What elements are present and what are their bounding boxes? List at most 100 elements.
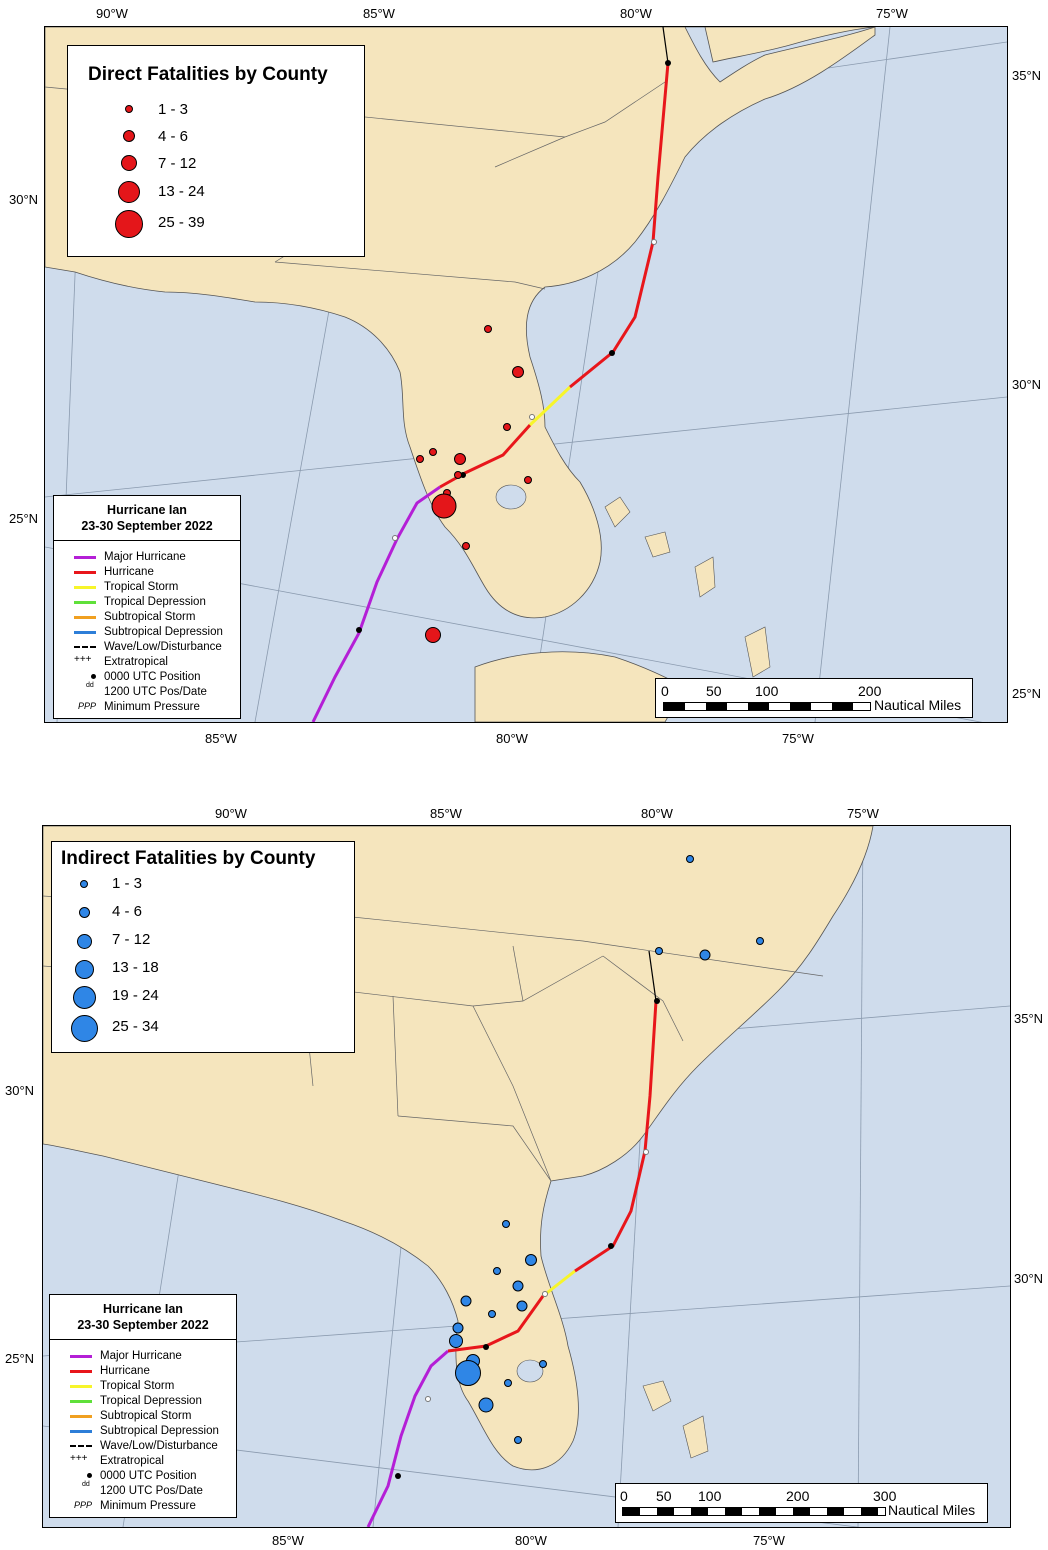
scale-units: Nautical Miles xyxy=(874,697,962,713)
storm-item-tropical-depression-2: Tropical Depression xyxy=(100,1395,202,1407)
direct-fatalities-legend: Direct Fatalities by County 1 - 3 4 - 6 … xyxy=(67,45,365,257)
position-dot-icon-2 xyxy=(87,1473,92,1478)
position-dot-icon xyxy=(91,674,96,679)
lat-tick-25n-right: 25°N xyxy=(1012,686,1042,701)
swatch-tropical-storm xyxy=(74,586,96,589)
lon-tick-75w-top-2: 75°W xyxy=(847,806,879,821)
legend-symbol-4-6-b xyxy=(79,907,90,918)
lon-tick-85w-bottom-2: 85°W xyxy=(272,1533,304,1548)
legend-symbol-25-39 xyxy=(115,210,143,238)
cuba-land xyxy=(474,651,686,722)
lon-tick-85w-top-2: 85°W xyxy=(430,806,462,821)
scale-units-b: Nautical Miles xyxy=(888,1502,976,1518)
storm-item-subtropical-depression-2: Subtropical Depression xyxy=(100,1425,219,1437)
lat-tick-35n-right: 35°N xyxy=(1012,68,1042,83)
track-positions-2 xyxy=(395,998,660,1479)
scale-bar-bottom: 0 50 100 200 300 Nautical Miles xyxy=(615,1483,988,1523)
bahamas-land xyxy=(604,496,771,678)
lon-tick-80w-top: 80°W xyxy=(620,6,652,21)
lon-tick-75w-top: 75°W xyxy=(876,6,908,21)
swatch-major-hurricane xyxy=(74,556,96,559)
storm-item-hurricane: Hurricane xyxy=(104,566,154,578)
legend-label-25-39: 25 - 39 xyxy=(158,214,205,231)
lake-okeechobee xyxy=(495,484,527,510)
swatch-subtropical-storm-2 xyxy=(70,1415,92,1418)
swatch-wave-low xyxy=(74,646,96,648)
storm-item-subtropical-storm: Subtropical Storm xyxy=(104,611,196,623)
legend-symbol-7-12 xyxy=(121,155,137,171)
storm-item-1200-utc-2: 1200 UTC Pos/Date xyxy=(100,1485,203,1497)
scale-label-0-b: 0 xyxy=(620,1488,628,1504)
legend-symbol-13-24 xyxy=(118,181,140,203)
pressure-icon-2: PPP xyxy=(74,1500,93,1510)
legend-label-1-3: 1 - 3 xyxy=(158,101,189,118)
scale-label-100: 100 xyxy=(755,683,779,699)
direct-fatality-markers xyxy=(416,325,532,643)
scale-bar-top: 0 50 100 200 Nautical Miles xyxy=(655,678,973,718)
extratropical-icon-2: +++ xyxy=(70,1453,88,1464)
extratropical-icon: +++ xyxy=(74,654,92,665)
lon-tick-90w-top-2: 90°W xyxy=(215,806,247,821)
storm-legend-title-2: Hurricane Ian 23-30 September 2022 xyxy=(50,1295,236,1340)
direct-fatalities-map: Direct Fatalities by County 1 - 3 4 - 6 … xyxy=(44,26,1008,723)
storm-item-major-hurricane-2: Major Hurricane xyxy=(100,1350,182,1362)
lon-tick-75w-bottom: 75°W xyxy=(782,731,814,746)
legend-symbol-25-34-b xyxy=(71,1015,98,1042)
lon-tick-80w-bottom: 80°W xyxy=(496,731,528,746)
lat-tick-30n-right: 30°N xyxy=(1012,377,1042,392)
scale-label-50: 50 xyxy=(706,683,722,699)
lat-tick-25n-left-2: 25°N xyxy=(5,1351,35,1366)
scale-label-100-b: 100 xyxy=(698,1488,722,1504)
lon-tick-80w-top-2: 80°W xyxy=(641,806,673,821)
storm-item-extratropical-2: Extratropical xyxy=(100,1455,164,1467)
legend-symbol-1-3-b xyxy=(80,880,88,888)
legend-label-1-3-b: 1 - 3 xyxy=(112,875,143,892)
storm-item-tropical-storm-2: Tropical Storm xyxy=(100,1380,175,1392)
storm-item-subtropical-depression: Subtropical Depression xyxy=(104,626,223,638)
storm-item-extratropical: Extratropical xyxy=(104,656,168,668)
storm-legend-bottom: Hurricane Ian 23-30 September 2022 Major… xyxy=(49,1294,237,1518)
direct-legend-title: Direct Fatalities by County xyxy=(88,64,328,85)
lat-tick-30n-right-2: 30°N xyxy=(1014,1271,1044,1286)
storm-item-0000-utc-2: 0000 UTC Position xyxy=(100,1470,197,1482)
storm-item-wave-low-2: Wave/Low/Disturbance xyxy=(100,1440,218,1452)
legend-label-13-18-b: 13 - 18 xyxy=(112,959,159,976)
legend-label-13-24: 13 - 24 xyxy=(158,183,205,200)
pressure-icon: PPP xyxy=(78,701,97,711)
storm-item-subtropical-storm-2: Subtropical Storm xyxy=(100,1410,192,1422)
extratropical-track xyxy=(662,27,669,64)
lon-tick-85w-top: 85°W xyxy=(363,6,395,21)
storm-dates-2: 23-30 September 2022 xyxy=(77,1318,209,1332)
storm-dates: 23-30 September 2022 xyxy=(81,519,213,533)
swatch-subtropical-depression-2 xyxy=(70,1430,92,1433)
scale-label-50-b: 50 xyxy=(656,1488,672,1504)
swatch-hurricane xyxy=(74,571,96,574)
lon-tick-75w-bottom-2: 75°W xyxy=(753,1533,785,1548)
legend-label-4-6: 4 - 6 xyxy=(158,128,189,145)
scale-label-0: 0 xyxy=(661,683,669,699)
storm-item-1200-utc: 1200 UTC Pos/Date xyxy=(104,686,207,698)
legend-symbol-1-3 xyxy=(125,105,133,113)
indirect-legend-title: Indirect Fatalities by County xyxy=(61,848,316,869)
storm-legend-top: Hurricane Ian 23-30 September 2022 Major… xyxy=(53,495,241,719)
indirect-fatalities-map: Indirect Fatalities by County 1 - 3 4 - … xyxy=(42,825,1011,1528)
storm-name: Hurricane Ian xyxy=(107,503,187,517)
legend-label-25-34-b: 25 - 34 xyxy=(112,1018,159,1035)
storm-item-wave-low: Wave/Low/Disturbance xyxy=(104,641,222,653)
swatch-tropical-depression xyxy=(74,601,96,604)
swatch-subtropical-depression xyxy=(74,631,96,634)
scale-label-200-b: 200 xyxy=(786,1488,810,1504)
legend-label-7-12-b: 7 - 12 xyxy=(112,931,151,948)
swatch-wave-low-2 xyxy=(70,1445,92,1447)
date-circle-icon: dd xyxy=(86,682,94,689)
storm-track xyxy=(311,62,670,722)
storm-item-tropical-storm: Tropical Storm xyxy=(104,581,179,593)
legend-label-4-6-b: 4 - 6 xyxy=(112,903,143,920)
storm-item-hurricane-2: Hurricane xyxy=(100,1365,150,1377)
lon-tick-80w-bottom-2: 80°W xyxy=(515,1533,547,1548)
storm-track-2 xyxy=(366,1000,658,1527)
scale-bar-graphic xyxy=(663,702,871,711)
swatch-hurricane-2 xyxy=(70,1370,92,1373)
swatch-subtropical-storm xyxy=(74,616,96,619)
indirect-fatality-markers xyxy=(449,855,764,1444)
